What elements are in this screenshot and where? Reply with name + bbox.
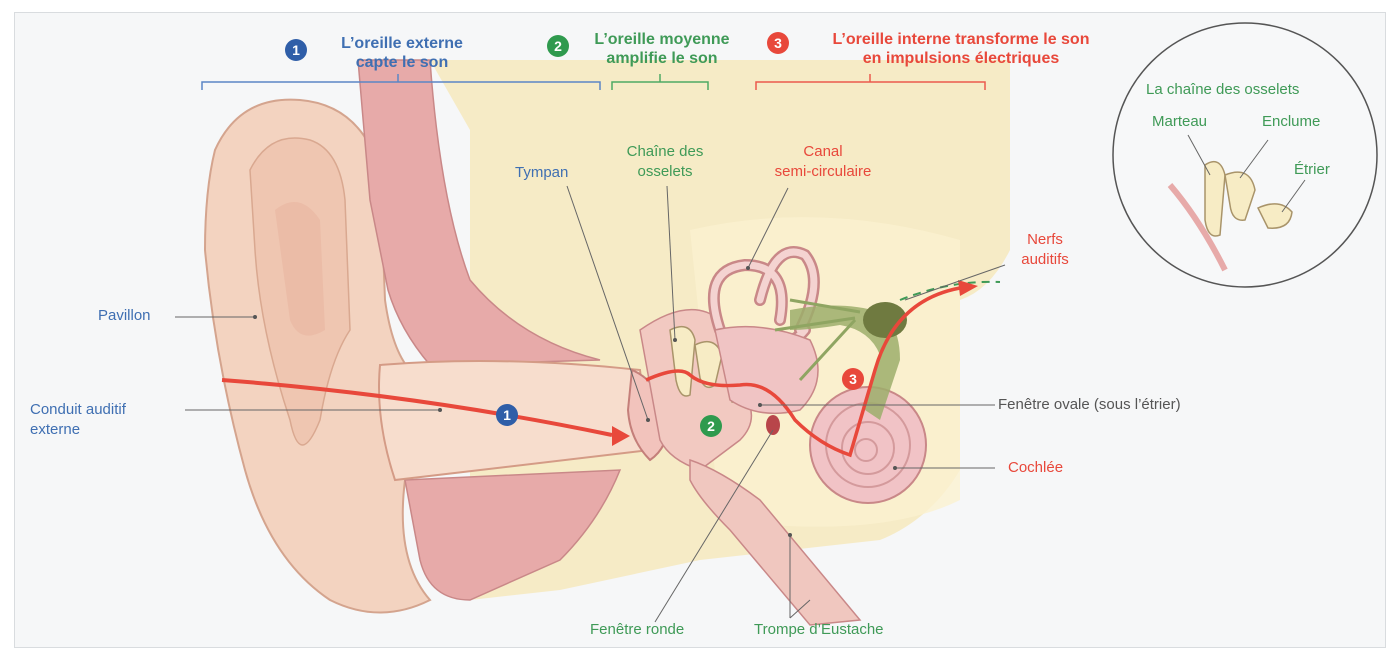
marker-outer-ear: 1: [496, 404, 518, 426]
label-fenetre-ovale: Fenêtre ovale (sous l’étrier): [998, 395, 1181, 415]
inset-label-marteau: Marteau: [1152, 112, 1207, 132]
label-conduit-line2: externe: [30, 420, 126, 440]
outer-ear-header-line2: capte le son: [312, 53, 492, 72]
vestibule: [715, 327, 818, 414]
label-canal-semi-circulaire: Canal semi-circulaire: [748, 142, 898, 182]
inner-ear-header-line2: en impulsions électriques: [796, 49, 1126, 68]
middle-ear-header-line1: L’oreille moyenne: [572, 30, 752, 49]
inner-ear-number: 3: [767, 32, 789, 54]
marker-inner-ear: 3: [842, 368, 864, 390]
label-conduit-auditif: Conduit auditif externe: [30, 400, 126, 440]
inset-title: La chaîne des osselets: [1146, 80, 1299, 100]
outer-ear-header-line1: L’oreille externe: [312, 34, 492, 53]
round-window: [766, 415, 780, 435]
inner-ear-header: L’oreille interne transforme le son en i…: [796, 30, 1126, 68]
inner-ear-header-line1: L’oreille interne transforme le son: [796, 30, 1126, 49]
label-tympan: Tympan: [515, 163, 568, 183]
label-chaine-line2: osselets: [600, 162, 730, 182]
inset-circle: [1113, 23, 1377, 287]
label-fenetre-ronde: Fenêtre ronde: [590, 620, 684, 640]
label-trompe-eustache: Trompe d’Eustache: [754, 620, 884, 640]
label-nerfs-auditifs: Nerfs auditifs: [1005, 230, 1085, 270]
label-nerfs-line1: Nerfs: [1005, 230, 1085, 250]
label-conduit-line1: Conduit auditif: [30, 400, 126, 420]
middle-ear-header: L’oreille moyenne amplifie le son: [572, 30, 752, 68]
label-cochlee: Cochlée: [1008, 458, 1063, 478]
marker-middle-ear: 2: [700, 415, 722, 437]
middle-ear-header-line2: amplifie le son: [572, 49, 752, 68]
inset-label-enclume: Enclume: [1262, 112, 1320, 132]
outer-ear-number: 1: [285, 39, 307, 61]
label-canal-line2: semi-circulaire: [748, 162, 898, 182]
outer-ear-header: L’oreille externe capte le son: [312, 34, 492, 72]
middle-ear-number: 2: [547, 35, 569, 57]
label-nerfs-line2: auditifs: [1005, 250, 1085, 270]
label-pavillon: Pavillon: [98, 306, 151, 326]
label-chaine-line1: Chaîne des: [600, 142, 730, 162]
label-canal-line1: Canal: [748, 142, 898, 162]
label-chaine-osselets: Chaîne des osselets: [600, 142, 730, 182]
inset-label-etrier: Étrier: [1294, 160, 1330, 180]
